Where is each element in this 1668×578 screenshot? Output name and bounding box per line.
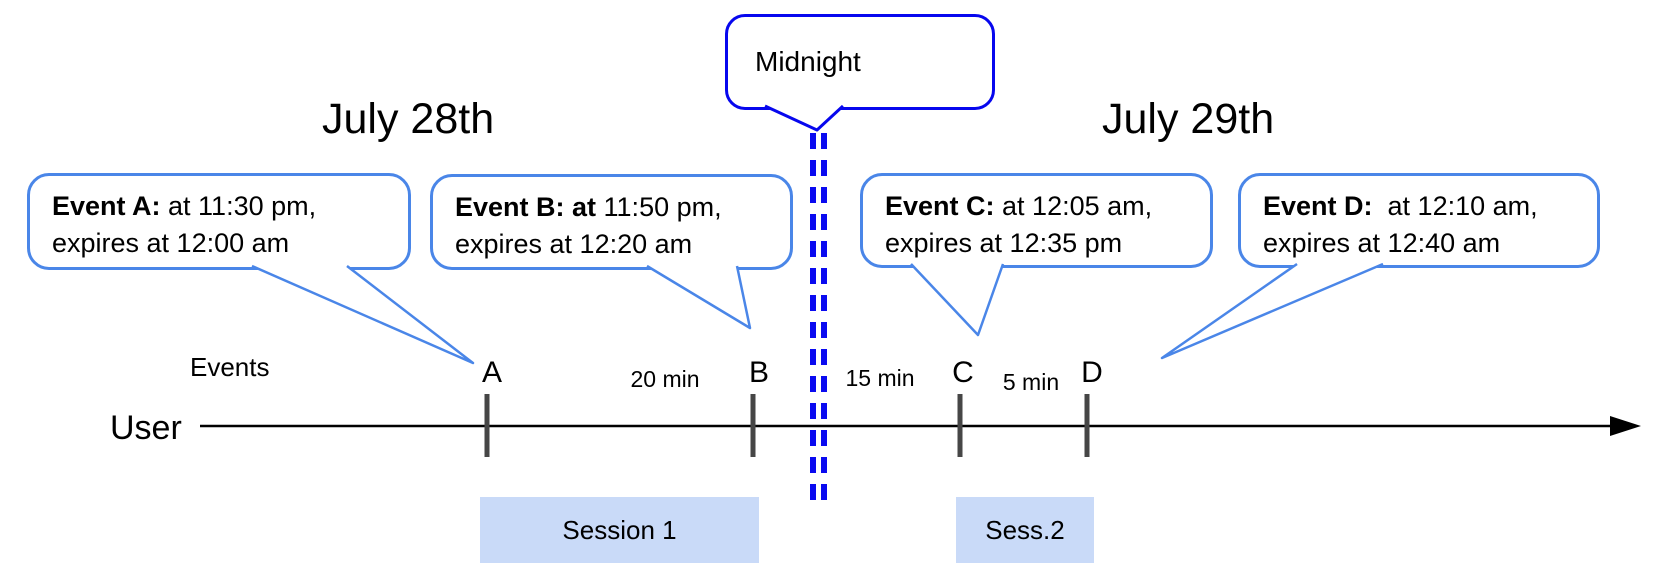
event-b-callout-expiry: expires at 12:20 am bbox=[455, 229, 693, 259]
event-a-callout: Event A: at 11:30 pm, expires at 12:00 am bbox=[27, 173, 411, 270]
event-c-callout-tail bbox=[910, 263, 1005, 337]
event-c-callout-time: at 12:05 am, bbox=[994, 191, 1153, 221]
date-label-july-29th: July 29th bbox=[1102, 95, 1275, 143]
interval-label-15min: 15 min bbox=[845, 365, 915, 391]
midnight-callout-label: Midnight bbox=[755, 46, 861, 77]
event-b-callout-time: 11:50 pm, bbox=[596, 192, 722, 222]
session-2-label: Sess.2 bbox=[985, 514, 1065, 545]
event-a-callout-title: Event A: bbox=[52, 191, 161, 221]
event-a-callout-time: at 11:30 pm, bbox=[160, 191, 317, 221]
timeline-arrowhead-icon bbox=[1610, 416, 1641, 436]
event-b-callout: Event B: at 11:50 pm, expires at 12:20 am bbox=[430, 174, 793, 270]
event-d-callout: Event D: at 12:10 am, expires at 12:40 am bbox=[1238, 173, 1600, 268]
session-2-box: Sess.2 bbox=[956, 497, 1094, 563]
event-b-callout-title: Event B: at bbox=[455, 192, 597, 222]
marker-c-label: C bbox=[952, 356, 974, 389]
event-a-callout-text: Event A: at 11:30 pm, expires at 12:00 am bbox=[30, 176, 408, 274]
events-row-label: Events bbox=[190, 352, 270, 382]
event-d-callout-tail bbox=[1160, 262, 1384, 360]
event-d-callout-title: Event D: bbox=[1263, 191, 1373, 221]
event-d-callout-time: at 12:10 am, bbox=[1372, 191, 1538, 221]
session-1-label: Session 1 bbox=[562, 514, 677, 545]
user-row-label: User bbox=[110, 409, 182, 447]
session-1-box: Session 1 bbox=[480, 497, 759, 563]
interval-label-20min: 20 min bbox=[630, 366, 700, 392]
event-b-callout-tail bbox=[646, 264, 752, 330]
event-d-callout-expiry: expires at 12:40 am bbox=[1263, 228, 1501, 258]
midnight-callout: Midnight bbox=[725, 14, 995, 110]
event-c-callout-title: Event C: bbox=[885, 191, 995, 221]
event-a-callout-expiry: expires at 12:00 am bbox=[52, 228, 290, 258]
event-c-callout-expiry: expires at 12:35 pm bbox=[885, 228, 1123, 258]
event-c-callout-text: Event C: at 12:05 am, expires at 12:35 pm bbox=[863, 176, 1210, 274]
marker-a-label: A bbox=[481, 356, 503, 389]
event-b-callout-text: Event B: at 11:50 pm, expires at 12:20 am bbox=[433, 177, 790, 275]
date-label-july-28th: July 28th bbox=[322, 95, 495, 143]
midnight-callout-tail bbox=[764, 104, 845, 132]
event-a-callout-tail bbox=[251, 264, 475, 365]
marker-d-label: D bbox=[1081, 356, 1103, 389]
interval-label-5min: 5 min bbox=[1002, 369, 1060, 395]
event-d-callout-text: Event D: at 12:10 am, expires at 12:40 am bbox=[1241, 176, 1597, 274]
marker-b-label: B bbox=[748, 356, 770, 389]
event-c-callout: Event C: at 12:05 am, expires at 12:35 pm bbox=[860, 173, 1213, 268]
